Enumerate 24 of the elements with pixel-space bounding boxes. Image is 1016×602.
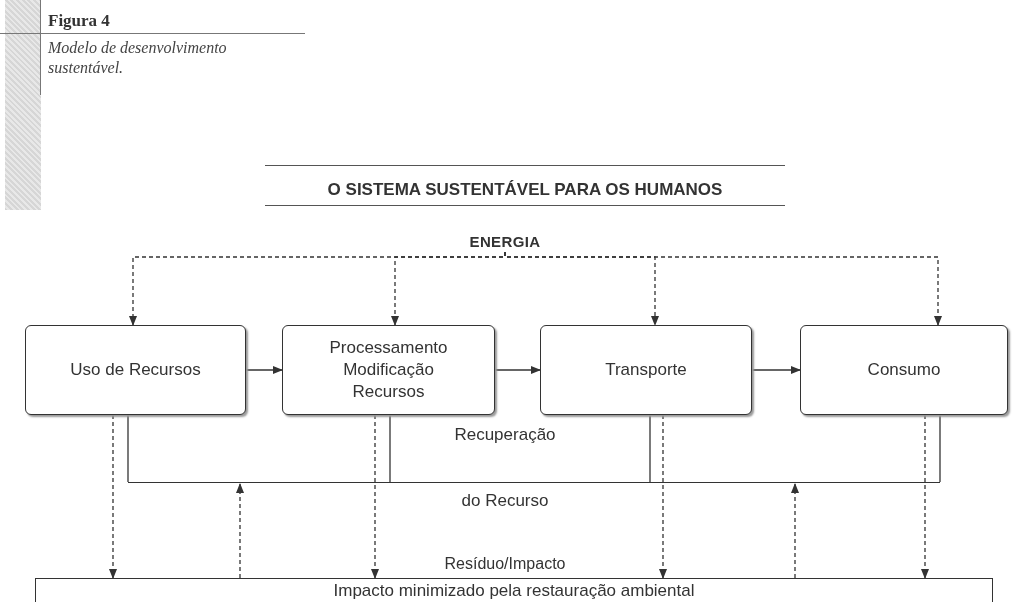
dashed-arrow bbox=[504, 251, 942, 326]
process-box: Processamento Modificação Recursos bbox=[282, 325, 495, 415]
dashed-arrow bbox=[921, 414, 929, 579]
connector-line bbox=[649, 414, 651, 483]
dashed-arrow bbox=[109, 414, 117, 579]
connector-line bbox=[127, 414, 129, 483]
return-line bbox=[128, 482, 940, 484]
arrow bbox=[494, 366, 541, 374]
dashed-arrow bbox=[371, 414, 379, 579]
process-box: Transporte bbox=[540, 325, 752, 415]
process-box: Uso de Recursos bbox=[25, 325, 246, 415]
connector-line bbox=[389, 414, 391, 483]
figure-number: Figura 4 bbox=[48, 10, 110, 32]
dashed-arrow bbox=[659, 414, 667, 579]
caption: Modelo de desenvolvimento sustentável. bbox=[48, 38, 228, 78]
arrow bbox=[245, 366, 283, 374]
dashed-arrow bbox=[236, 483, 244, 579]
process-box: Consumo bbox=[800, 325, 1008, 415]
dashed-arrow bbox=[791, 483, 799, 579]
arrow bbox=[751, 366, 801, 374]
impact-box: Impacto minimizado pela restauração ambiental bbox=[35, 578, 993, 602]
diagram-title: O SISTEMA SUSTENTÁVEL PARA OS HUMANOS bbox=[326, 179, 724, 201]
heading-label: ENERGIA bbox=[440, 232, 570, 252]
connector-line bbox=[939, 414, 941, 483]
